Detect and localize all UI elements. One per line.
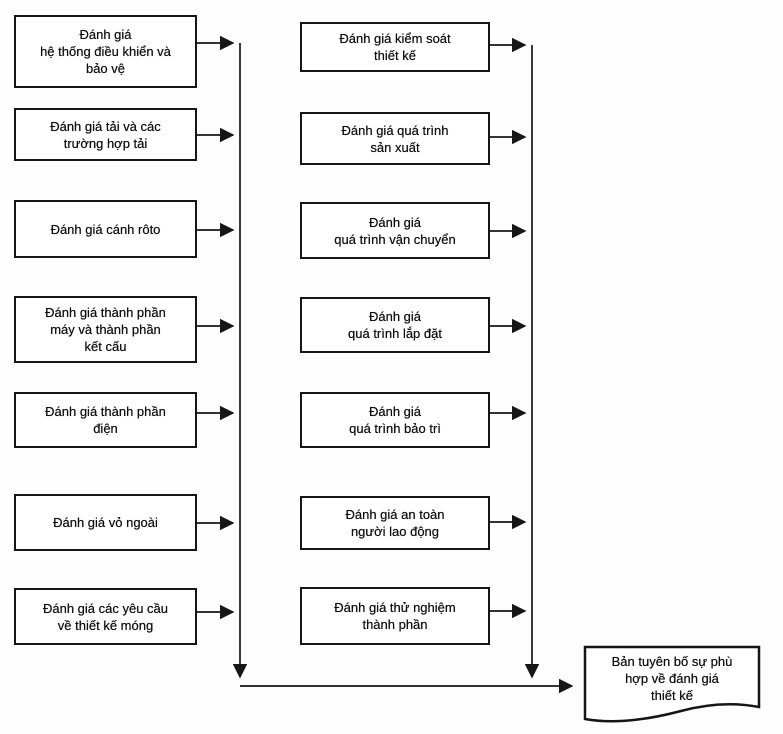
document-shape: [583, 645, 761, 723]
process-box-worker-safety: Đánh giá an toàn người lao động: [300, 496, 490, 550]
process-box-label: Đánh giá hệ thống điều khiển và bảo vệ: [40, 27, 171, 76]
process-box-installation: Đánh giá quá trình lắp đặt: [300, 297, 490, 353]
process-box-label: Đánh giá thử nghiệm thành phần: [334, 600, 456, 632]
arrows-middle-column: [490, 37, 527, 619]
process-box-machine-structural-components: Đánh giá thành phần máy và thành phần kế…: [14, 296, 197, 363]
process-box-label: Đánh giá cánh rôto: [50, 221, 161, 237]
process-box-component-testing: Đánh giá thử nghiệm thành phần: [300, 587, 490, 645]
process-box-design-control: Đánh giá kiểm soát thiết kế: [300, 22, 490, 72]
process-box-label: Đánh giá tải và các trường hợp tải: [50, 118, 161, 151]
process-box-maintenance: Đánh giá quá trình bảo trì: [300, 392, 490, 448]
process-box-foundation-design: Đánh giá các yêu cầu về thiết kế móng: [14, 588, 197, 645]
document-box-conformity-statement: Bản tuyên bố sự phù hợp về đánh giá thiế…: [583, 645, 761, 725]
process-box-loads: Đánh giá tải và các trường hợp tải: [14, 108, 197, 161]
document-box-label: Bản tuyên bố sự phù hợp về đánh giá thiế…: [611, 653, 733, 703]
process-box-label: Đánh giá các yêu cầu về thiết kế móng: [42, 600, 169, 633]
process-box-electrical-components: Đánh giá thành phần điện: [14, 392, 197, 448]
process-box-nacelle-housing: Đánh giá vỏ ngoài: [14, 494, 197, 551]
process-box-label: Đánh giá thành phần máy và thành phần kế…: [45, 305, 166, 354]
process-box-control-protection-system: Đánh giá hệ thống điều khiển và bảo vệ: [14, 15, 197, 88]
process-box-label: Đánh giá vỏ ngoài: [53, 515, 158, 530]
process-box-label: Đánh giá quá trình bảo trì: [349, 404, 441, 436]
process-box-label: Đánh giá an toàn người lao động: [345, 507, 445, 539]
process-box-label: Đánh giá kiểm soát thiết kế: [339, 31, 451, 63]
arrows-left-column: [197, 35, 235, 620]
process-box-manufacturing: Đánh giá quá trình sản xuất: [300, 112, 490, 165]
process-box-transport: Đánh giá quá trình vận chuyển: [300, 202, 490, 259]
process-box-label: Đánh giá quá trình lắp đặt: [348, 309, 442, 341]
process-box-rotor-blade: Đánh giá cánh rôto: [14, 200, 197, 258]
process-box-label: Đánh giá quá trình vận chuyển: [334, 214, 456, 247]
process-box-label: Đánh giá quá trình sản xuất: [341, 122, 449, 155]
process-box-label: Đánh giá thành phần điện: [45, 404, 166, 436]
